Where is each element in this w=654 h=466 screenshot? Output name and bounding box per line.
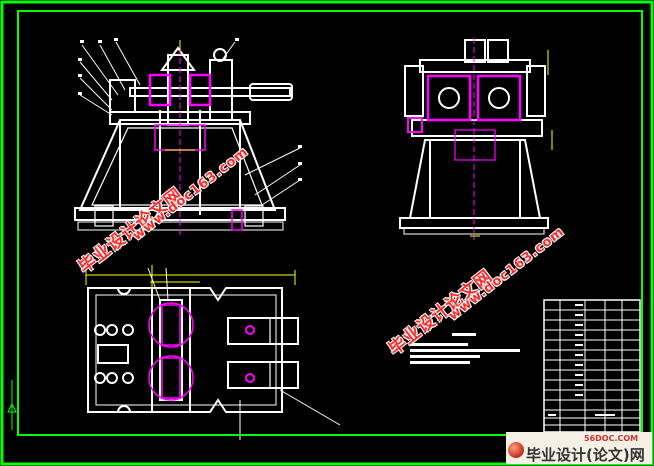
top-view — [87, 287, 299, 413]
side-view — [399, 38, 549, 240]
front-view-dims — [165, 40, 195, 151]
logo-main-text: 毕业设计(论文)网 — [526, 446, 645, 464]
bom-title-block — [543, 299, 641, 433]
top-view-dims — [85, 265, 296, 290]
side-view-dims — [470, 50, 553, 237]
bom-entries — [548, 304, 615, 416]
ucs-arrow-icon — [7, 402, 17, 413]
site-logo: 56DOC.COM 毕业设计(论文)网 — [506, 432, 652, 464]
technical-notes — [410, 333, 520, 364]
inner-border-frame — [17, 10, 643, 436]
front-view-leaders — [79, 41, 301, 206]
front-view-labels — [78, 38, 302, 181]
top-view-leaders — [147, 267, 341, 440]
logo-domain-text: 56DOC.COM — [584, 434, 639, 443]
logo-ball-icon — [508, 442, 524, 458]
